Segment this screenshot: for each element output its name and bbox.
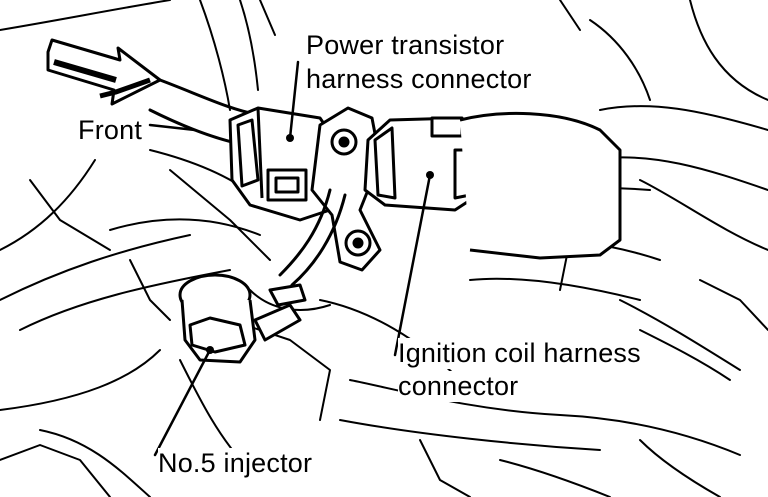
leader-dots	[206, 134, 434, 354]
power-transistor-leader	[288, 60, 300, 140]
injector-leader	[153, 348, 212, 457]
front-label: Front	[78, 115, 143, 146]
power-transistor-connector	[228, 106, 337, 222]
ignition-coil-label-line2: connector	[398, 371, 519, 402]
injector-label: No.5 injector	[158, 448, 313, 479]
leader-lines	[148, 60, 432, 457]
connector-bracket	[310, 106, 382, 272]
front-arrow	[46, 38, 162, 106]
harness-wire	[278, 188, 347, 287]
power-transistor-label-line2: harness connector	[306, 64, 532, 95]
injector-leader-dot	[206, 346, 214, 354]
injector-body	[178, 273, 307, 364]
ignition-coil-leader-dot	[426, 171, 434, 179]
power-transistor-label-line1: Power transistor	[306, 30, 505, 61]
power-transistor-leader-dot	[286, 134, 294, 142]
ignition-coil-connector	[363, 111, 622, 260]
ignition-coil-leader	[393, 173, 432, 357]
ignition-coil-label-line1: Ignition coil harness	[398, 338, 641, 369]
front-leader	[148, 123, 197, 132]
